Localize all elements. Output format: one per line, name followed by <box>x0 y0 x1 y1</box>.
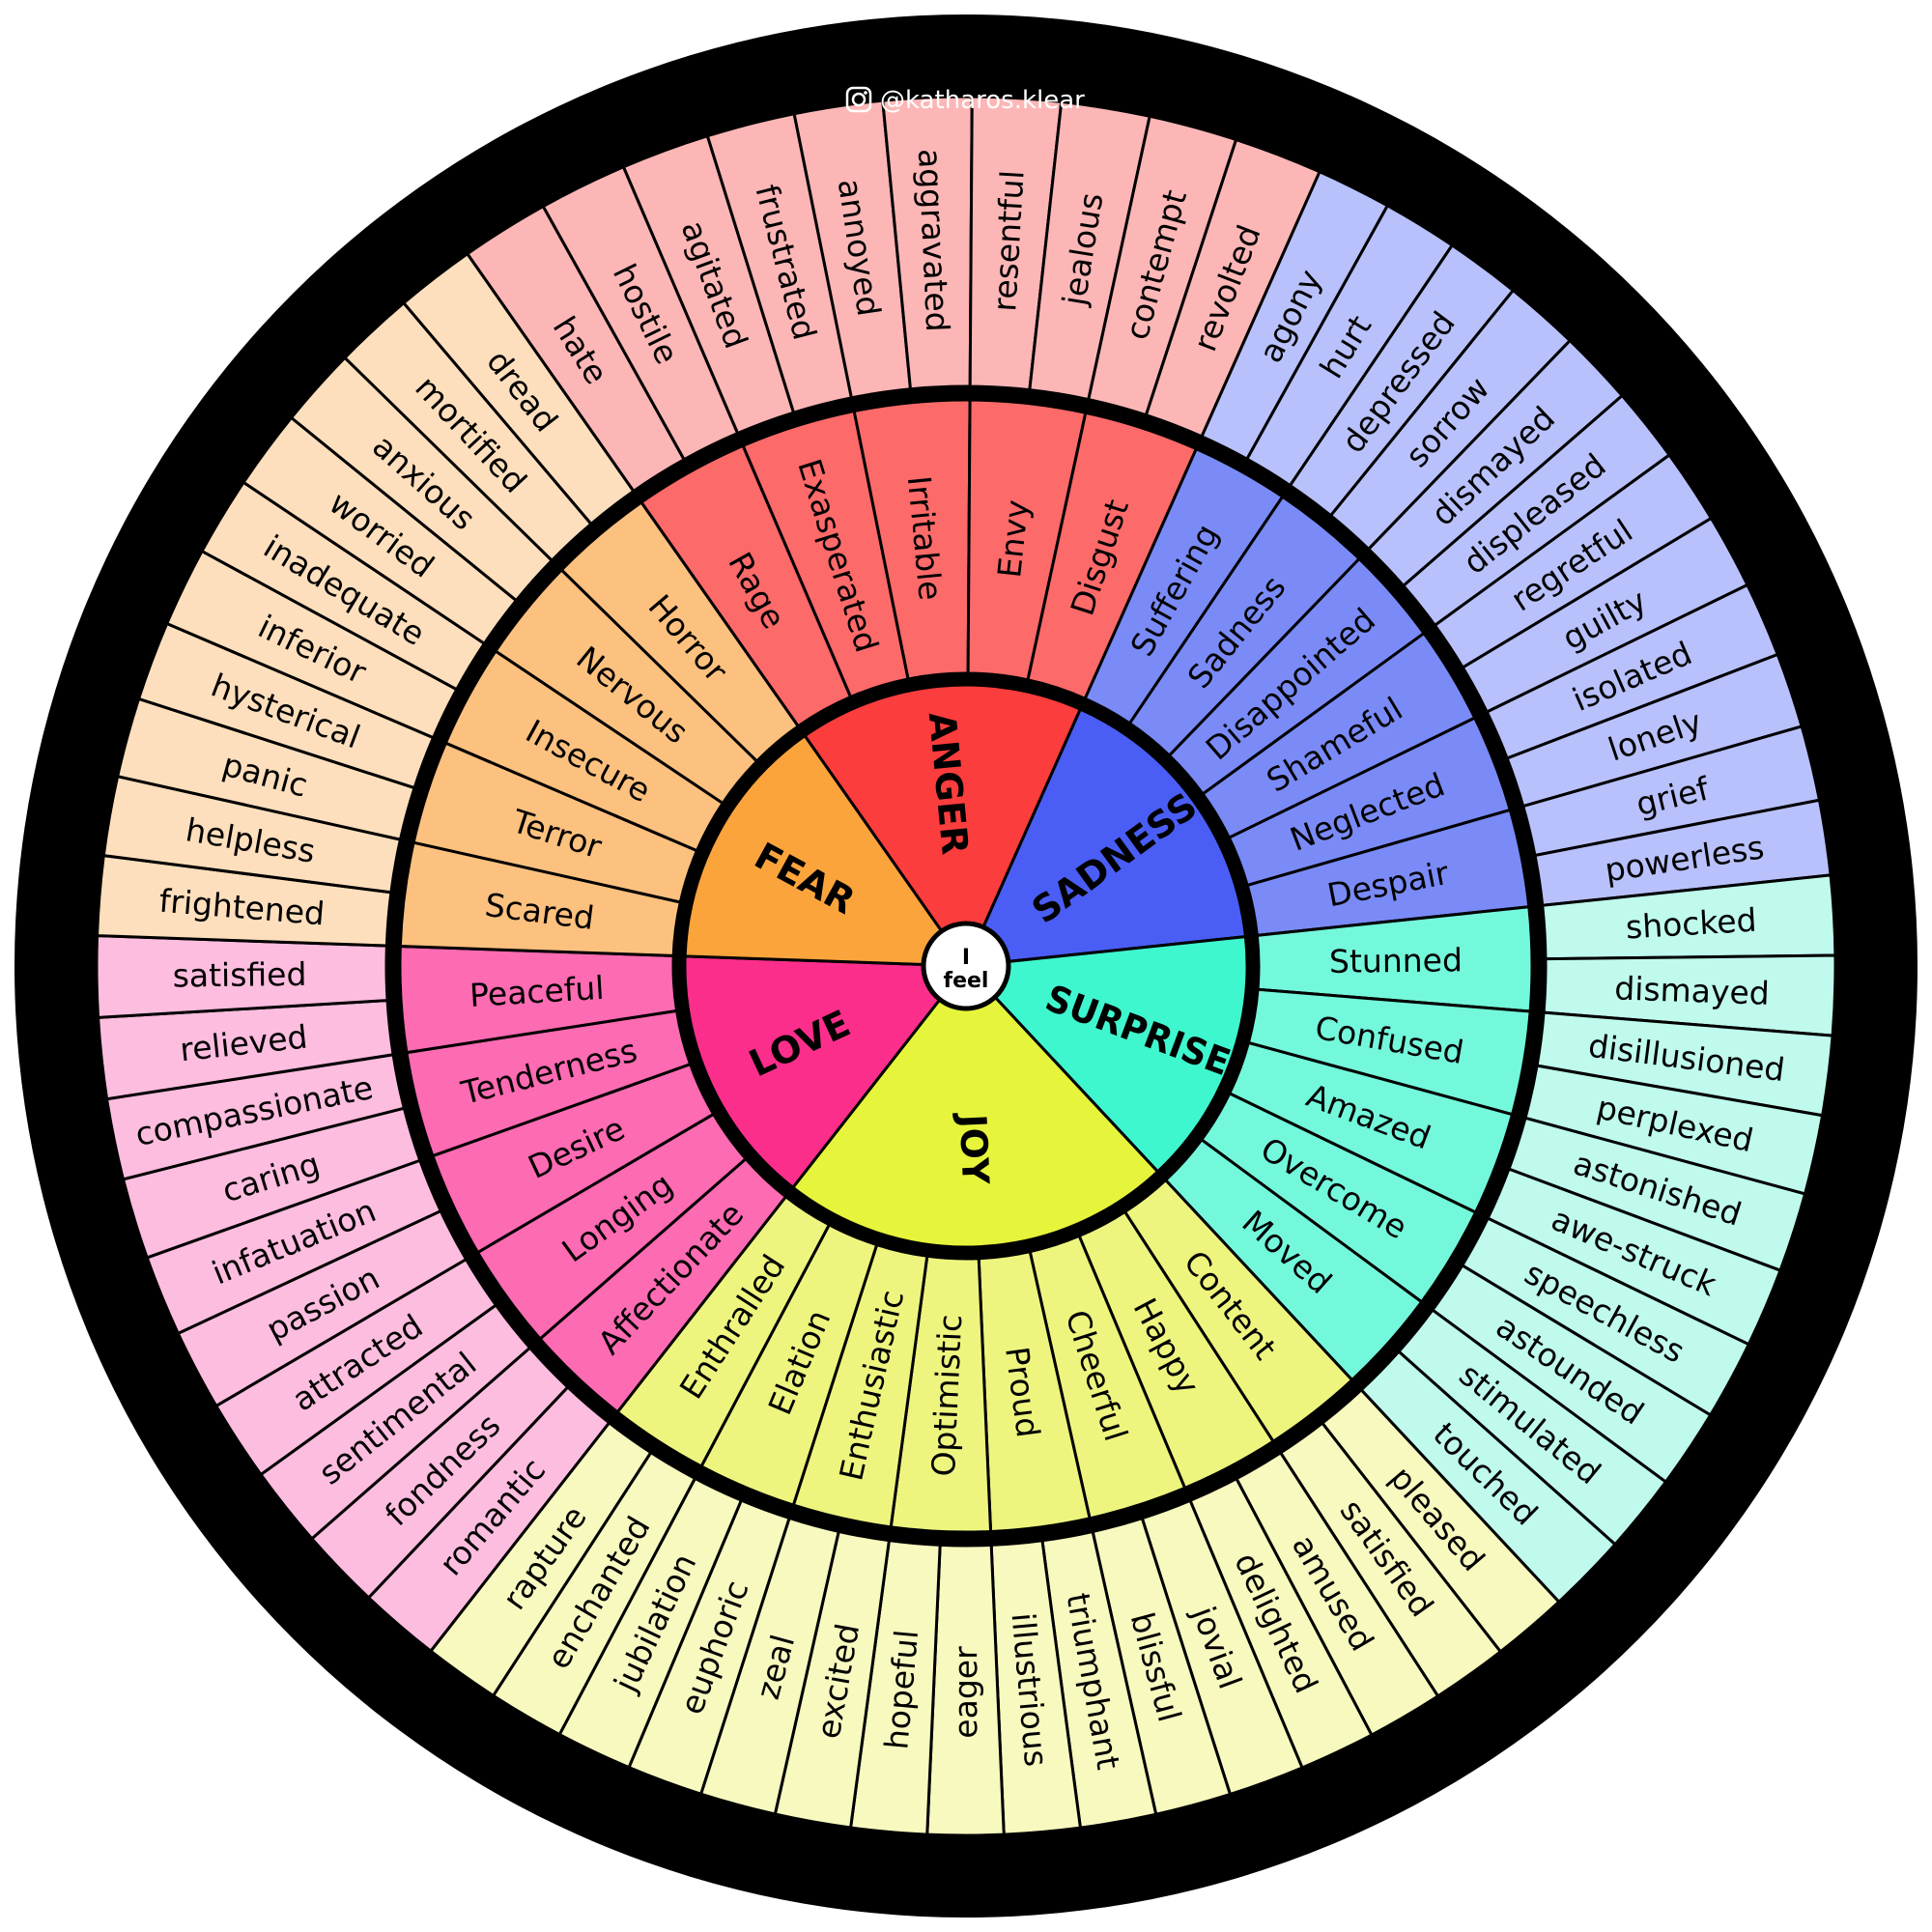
tertiary-label-aggravated: aggravated <box>911 148 956 332</box>
tertiary-label-satisfied: satisfied <box>172 955 306 995</box>
tertiary-label-resentful: resentful <box>985 169 1031 312</box>
core-wedge-joy <box>790 963 1160 1249</box>
credit: @katharos.klear <box>845 86 1085 115</box>
creator-handle: @katharos.klear <box>880 86 1085 115</box>
secondary-label-envy: Envy <box>990 497 1037 580</box>
tertiary-label-dismayed: dismayed <box>1614 969 1771 1011</box>
instagram-icon <box>845 86 872 113</box>
tertiary-label-eager: eager <box>947 1646 984 1739</box>
secondary-label-peaceful: Peaceful <box>469 969 605 1014</box>
wheel-segments <box>14 14 1918 1918</box>
center-text-i: I <box>962 946 970 970</box>
secondary-label-stunned: Stunned <box>1329 941 1463 980</box>
secondary-label-optimistic: Optimistic <box>924 1314 969 1477</box>
core-wedge-sadness <box>963 707 1248 968</box>
core-label-joy: JOY <box>952 1111 997 1186</box>
core-wedge-love <box>683 954 969 1190</box>
center-text-feel: feel <box>944 969 989 993</box>
core-wedge-fear <box>683 733 969 968</box>
tertiary-label-shocked: shocked <box>1625 901 1758 947</box>
core-wedge-anger <box>802 683 1083 970</box>
center-badge: I feel <box>921 921 1011 1011</box>
core-wedge-surprise <box>962 934 1249 1174</box>
